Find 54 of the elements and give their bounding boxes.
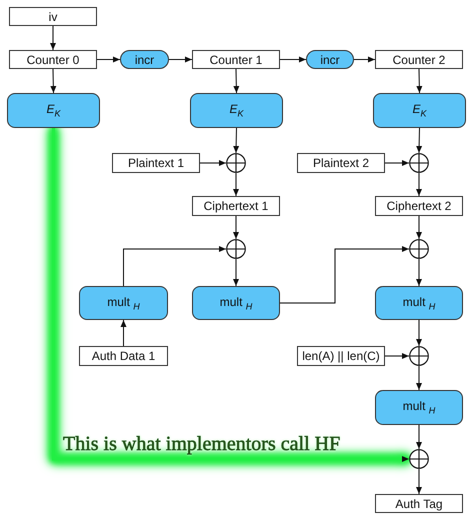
xor-symbol: [409, 346, 429, 366]
arrow: [280, 246, 410, 304]
arrow: [416, 216, 422, 240]
arrow: [50, 68, 56, 94]
process-block: mult $_{H}$: [375, 390, 463, 425]
arrow: [50, 26, 56, 50]
cipher-block: E$_{K}$: [373, 93, 466, 128]
cipher-block: E$_{K}$: [7, 93, 100, 128]
arrow: [233, 128, 240, 154]
process-block: mult $_{H}$: [192, 286, 280, 320]
annotation-text: This is what implementors call HF: [63, 433, 340, 456]
arrow: [233, 258, 239, 286]
arrow: [416, 366, 422, 390]
output-box: Ciphertext 2: [375, 196, 463, 216]
process-box: Counter 2: [375, 50, 463, 69]
arrow: [168, 56, 192, 62]
highlighted-arrow: [52, 128, 409, 462]
xor-symbol: [226, 153, 246, 173]
arrow: [120, 320, 126, 346]
arrow: [123, 246, 226, 286]
arrow: [416, 172, 422, 196]
arrow: [416, 128, 422, 154]
arrow: [384, 353, 410, 359]
arrow: [416, 258, 422, 286]
arrow: [233, 216, 239, 240]
process-block: mult $_{H}$: [79, 286, 168, 320]
arrow: [233, 68, 240, 94]
process-box: Counter 1: [192, 50, 280, 69]
output-box: Ciphertext 1: [192, 196, 280, 216]
arrow: [416, 468, 422, 494]
process-pill: incr: [306, 50, 354, 69]
output-box: Auth Tag: [375, 494, 463, 513]
input-box: Plaintext 1: [112, 153, 200, 173]
arrow: [280, 56, 306, 62]
arrow: [384, 160, 410, 166]
arrow: [354, 56, 376, 62]
arrow: [96, 56, 120, 62]
arrow: [416, 424, 422, 450]
xor-symbol: [409, 153, 429, 173]
process-pill: incr: [120, 50, 169, 69]
input-box: Plaintext 2: [297, 153, 385, 173]
arrow: [200, 160, 226, 166]
xor-symbol: [409, 239, 429, 259]
xor-symbol: [409, 449, 429, 469]
arrow: [233, 172, 239, 196]
process-block: mult $_{H}$: [375, 286, 463, 320]
arrow: [416, 320, 422, 346]
arrow: [416, 68, 422, 94]
input-box: Auth Data 1: [79, 346, 168, 366]
input-box: iv: [9, 7, 97, 26]
xor-symbol: [226, 239, 246, 259]
cipher-block: E$_{K}$: [190, 93, 283, 128]
input-box: len(A) || len(C): [297, 346, 385, 366]
process-box: Counter 0: [9, 50, 97, 69]
